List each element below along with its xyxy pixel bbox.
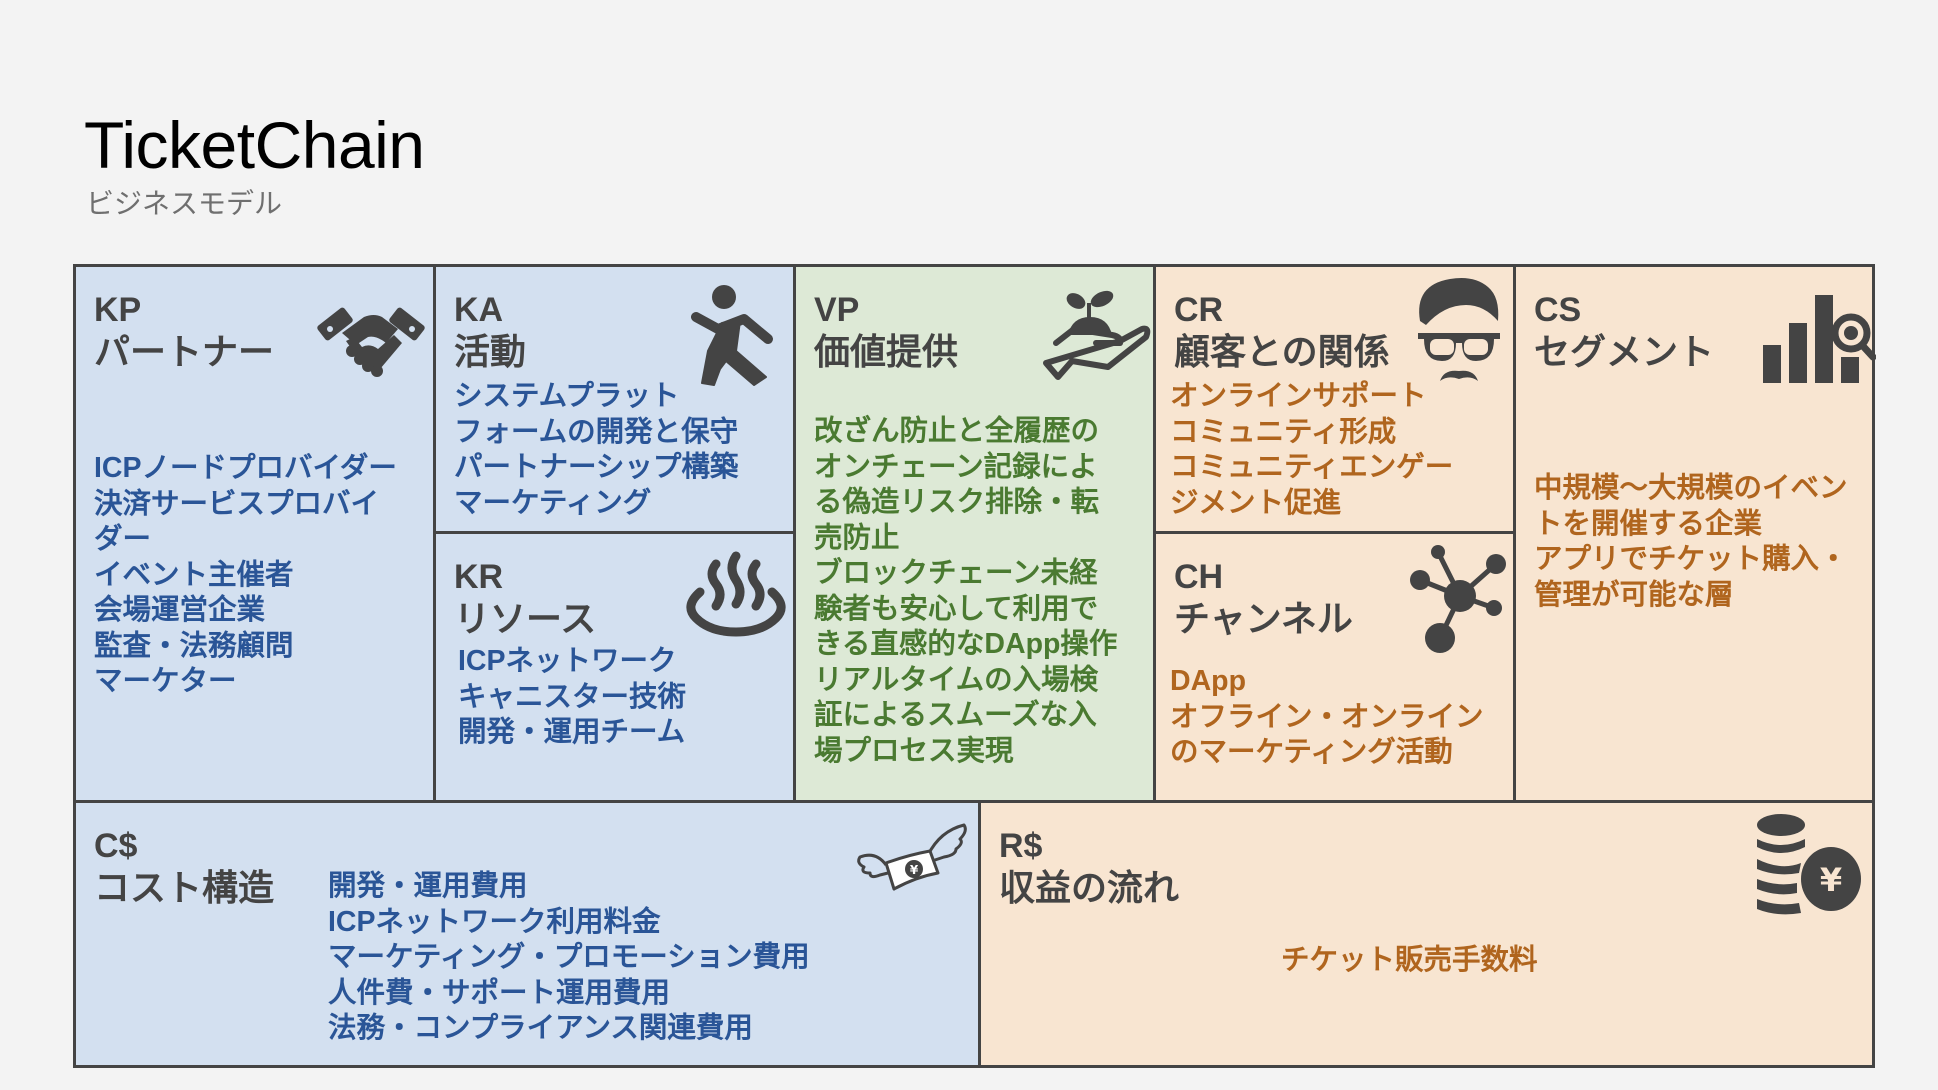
list-item: 会場運営企業	[94, 594, 266, 626]
cell-code: CS	[1534, 291, 1582, 329]
cell-items: 開発・運用費用 ICPネットワーク利用料金 マーケティング・プロモーション費用 …	[328, 869, 810, 1047]
svg-text:¥: ¥	[910, 863, 919, 877]
list-item: アプリでチケット購入・	[1534, 543, 1848, 575]
cell-items: オンラインサポート コミュニティ形成 コミュニティエンゲー ジメント促進	[1170, 379, 1453, 521]
list-item: 開発・運用費用	[328, 870, 528, 902]
list-item: オフライン・オンライン	[1170, 700, 1484, 733]
cell-code: VP	[814, 291, 860, 329]
list-item: コミュニティエンゲー	[1170, 451, 1454, 483]
cell-items: システムプラット フォームの開発と保守 パートナーシップ構築 マーケティング	[454, 379, 738, 521]
list-item: 場プロセス実現	[814, 734, 1014, 767]
list-item: ICPノードプロバイダー	[94, 452, 397, 484]
network-nodes-icon	[1408, 544, 1508, 654]
list-item: マーケティング	[454, 486, 652, 519]
list-item: 開発・運用チーム	[458, 716, 686, 748]
list-item: ジメント促進	[1170, 486, 1342, 519]
man-glasses-mustache-icon	[1414, 275, 1504, 385]
list-item: 改ざん防止と全履歴の	[814, 415, 1100, 447]
cell-code: KR	[454, 558, 504, 596]
cell-key-partners: KP パートナー ICPノードプロバイダー 決済サービスプロバイ ダー イベント…	[73, 264, 436, 803]
handshake-icon	[316, 293, 426, 383]
cell-label: リソース	[454, 598, 597, 639]
list-item: オンラインサポート	[1170, 380, 1427, 412]
cell-label: セグメント	[1534, 331, 1715, 372]
cell-customer-relationships: CR 顧客との関係 オンラインサポート コミュニティ形成 コミュニティエンゲー …	[1153, 264, 1516, 534]
list-item: ブロックチェーン未経	[814, 557, 1098, 589]
list-item: ダー	[94, 523, 152, 555]
cell-label: チャンネル	[1174, 598, 1353, 639]
list-item: 監査・法務顧問	[94, 629, 294, 662]
cell-cost-structure: C$ コスト構造 ¥ 開発・運用費用 ICPネットワーク利用料金 マーケティング…	[73, 800, 981, 1068]
cell-key-activities: KA 活動 システムプラット フォームの開発と保守 パートナーシップ構築 マーケ…	[433, 264, 796, 534]
coins-yen-icon: ¥	[1755, 813, 1865, 923]
cell-code: C$	[94, 827, 138, 865]
cell-code: CR	[1174, 291, 1224, 329]
list-item: 証によるスムーズな入	[814, 699, 1097, 731]
cell-label: 顧客との関係	[1174, 331, 1390, 372]
svg-text:¥: ¥	[1820, 861, 1842, 899]
cell-items: 改ざん防止と全履歴の オンチェーン記録によ る偽造リスク排除・転 売防止 ブロッ…	[814, 414, 1117, 769]
cell-items: ICPネットワーク キャニスター技術 開発・運用チーム	[458, 644, 686, 751]
cell-label: 活動	[454, 331, 527, 372]
page-title: TicketChain	[84, 108, 425, 182]
cell-label: コスト構造	[94, 867, 275, 908]
list-item: イベント主催者	[94, 558, 294, 591]
list-item: 中規模〜大規模のイベン	[1534, 472, 1848, 504]
cell-code: KA	[454, 291, 504, 329]
list-item: パートナーシップ構築	[454, 451, 739, 483]
hand-sprout-icon	[1042, 285, 1152, 385]
hot-spring-icon	[680, 548, 790, 638]
list-item: マーケター	[94, 665, 237, 697]
list-item: オンチェーン記録によ	[814, 450, 1098, 483]
list-item: キャニスター技術	[458, 680, 687, 713]
list-item: 験者も安心して利用で	[814, 592, 1099, 625]
flying-money-icon: ¥	[856, 821, 971, 901]
cell-channels: CH チャンネル DApp オフライン・オンライン のマーケティング活動	[1153, 531, 1516, 803]
cell-code: R$	[999, 827, 1043, 865]
list-item: のマーケティング活動	[1170, 736, 1453, 768]
cell-items: ICPノードプロバイダー 決済サービスプロバイ ダー イベント主催者 会場運営企…	[94, 451, 397, 700]
list-item: きる直感的なDApp操作	[814, 628, 1118, 660]
running-person-icon	[684, 279, 784, 389]
list-item: 売防止	[814, 521, 900, 554]
cell-items: 中規模〜大規模のイベン トを開催する企業 アプリでチケット購入・ 管理が可能な層	[1534, 471, 1848, 613]
list-item: 決済サービスプロバイ	[94, 487, 380, 520]
cell-customer-segments: CS セグメント 中規模〜大規模のイベン トを開催する企業 アプリでチケット購入…	[1513, 264, 1876, 803]
list-item: る偽造リスク排除・転	[814, 486, 1100, 518]
list-item: 法務・コンプライアンス関連費用	[328, 1012, 753, 1044]
cell-items: DApp オフライン・オンライン のマーケティング活動	[1170, 664, 1484, 771]
list-item: トを開催する企業	[1534, 507, 1763, 540]
list-item: DApp	[1170, 665, 1246, 697]
list-item: チケット販売手数料	[1281, 944, 1538, 976]
cell-label: パートナー	[94, 331, 275, 372]
cell-value-proposition: VP 価値提供 改ざん防止と全履歴の オンチェーン記録によ る偽造リスク排除・転…	[793, 264, 1156, 803]
list-item: ICPネットワーク	[458, 645, 677, 677]
list-item: 管理が可能な層	[1534, 578, 1734, 611]
cell-key-resources: KR リソース ICPネットワーク キャニスター技術 開発・運用チーム	[433, 531, 796, 803]
cell-code: KP	[94, 291, 142, 329]
cell-label: 収益の流れ	[999, 867, 1180, 908]
list-item: コミュニティ形成	[1170, 415, 1397, 448]
list-item: マーケティング・プロモーション費用	[328, 941, 810, 973]
cell-code: CH	[1174, 558, 1224, 596]
list-item: 人件費・サポート運用費用	[328, 976, 671, 1009]
cell-items: チケット販売手数料	[1281, 943, 1538, 979]
cell-revenue-streams: R$ 収益の流れ ¥ チケット販売手数料	[978, 800, 1875, 1068]
list-item: ICPネットワーク利用料金	[328, 905, 661, 938]
list-item: システムプラット	[454, 380, 680, 412]
cell-label: 価値提供	[814, 331, 959, 372]
list-item: リアルタイムの入場検	[814, 663, 1099, 696]
list-item: フォームの開発と保守	[454, 415, 739, 448]
page-subtitle: ビジネスモデル	[86, 188, 283, 219]
bar-chart-search-icon	[1761, 287, 1876, 387]
